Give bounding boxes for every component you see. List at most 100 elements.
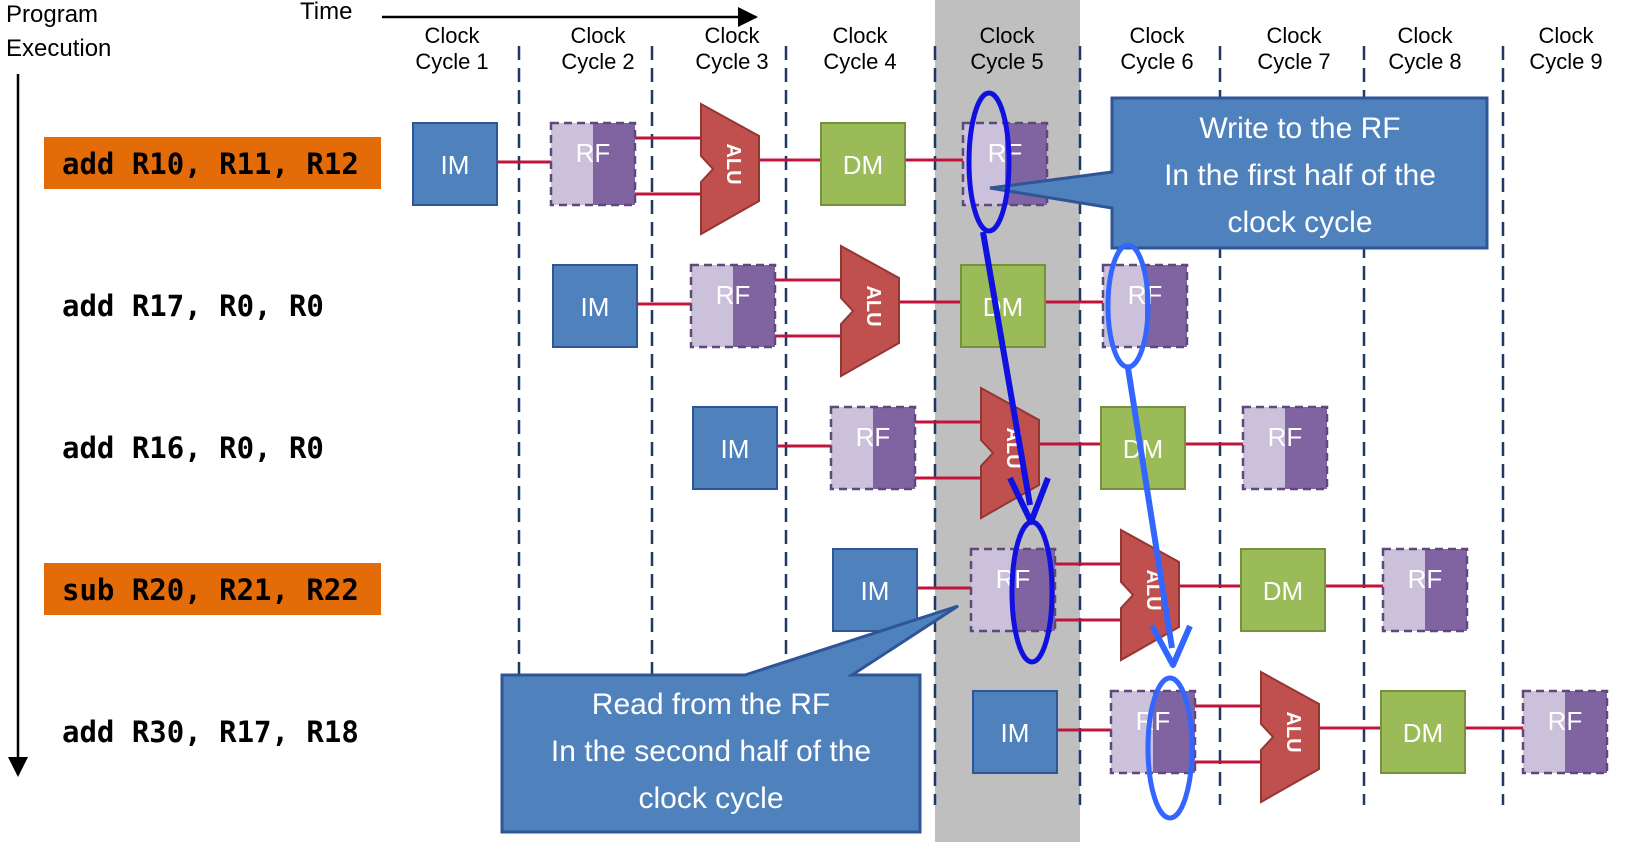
rf-write-half [1145,265,1187,347]
rf-label: RF [1408,564,1443,594]
im-label: IM [861,576,890,606]
im-label: IM [1001,718,1030,748]
cycle-header-line-2: Cycle 2 [561,49,634,74]
dm-label: DM [1403,718,1443,748]
rf-stage: RF [1241,405,1329,491]
rf-write-ellipse-instr-1 [966,90,1012,234]
alu-shape [1260,670,1320,804]
pipeline-stages: IMRFALUDMRFIMRFALUDMRFIMRFALUDMRFIMRFALU… [412,102,1609,804]
im-box [692,406,778,490]
cycle-header-line-1: Clock [1129,23,1185,48]
dm-stage: DM [820,122,906,206]
write-callout: Write to the RF In the first half of the… [989,96,1489,250]
cycle-header-line-2: Cycle 9 [1529,49,1602,74]
program-label-line-1: Program [6,1,98,28]
dm-box [1240,548,1326,632]
rf-label: RF [716,280,751,310]
rf-stage: RF [549,121,637,207]
rf-write-half [593,123,635,205]
alu-shape [840,244,900,378]
cycle-header-line-2: Cycle 5 [970,49,1043,74]
cycle-dividers [517,46,1505,805]
instruction-text: add R10, R11, R12 [62,147,359,181]
write-callout-line-3: clock cycle [1227,206,1372,239]
dm-box [820,122,906,206]
dm-stage: DM [1380,690,1466,774]
rf-write-half [733,265,775,347]
im-stage: IM [832,548,918,632]
instruction-highlight [44,137,381,189]
instruction-text: add R17, R0, R0 [62,289,324,323]
im-stage: IM [412,122,498,206]
rf-write-half [873,407,915,489]
rf-forward-arrowhead-light [1149,624,1193,668]
rf-border [829,405,917,491]
alu-label: ALU [862,285,884,326]
rf-border [689,263,777,349]
im-label: IM [581,292,610,322]
cycle-header-line-2: Cycle 4 [823,49,896,74]
read-callout-shape [500,604,959,834]
dm-box [1380,690,1466,774]
rf-stage: RF [1521,689,1609,775]
im-stage: IM [552,264,638,348]
alu-shape [700,102,760,236]
alu-stage: ALU [700,102,760,236]
rf-border [1381,547,1469,633]
rf-label: RF [1268,422,1303,452]
rf-border [1241,405,1329,491]
instruction-labels: add R10, R11, R12 add R17, R0, R0 add R16,… [44,137,381,749]
rf-forward-arrowhead-dark [1007,476,1051,525]
rf-stage: RF [829,405,917,491]
rf-read-ellipse-instr-5 [1145,675,1195,821]
rf-write-half [1285,407,1327,489]
alu-stage: ALU [1260,670,1320,804]
cycle-header-line-2: Cycle 7 [1257,49,1330,74]
read-callout: Read from the RF In the second half of t… [500,604,959,834]
rf-border [549,121,637,207]
read-callout-line-1: Read from the RF [592,688,830,721]
rf-forward-arrow-light [1125,367,1175,649]
write-callout-shape [989,96,1489,250]
rf-stage: RF [689,263,777,349]
program-label-line-2: Execution [6,35,111,62]
alu-label: ALU [1282,711,1304,752]
cycle-header-line-2: Cycle 3 [695,49,768,74]
im-label: IM [721,434,750,464]
im-box [412,122,498,206]
write-callout-line-2: In the first half of the [1164,159,1436,192]
cycle-header-line-2: Cycle 6 [1120,49,1193,74]
read-callout-line-2: In the second half of the [551,735,871,768]
cycle-header-line-1: Clock [832,23,888,48]
dm-stage: DM [1240,548,1326,632]
write-read-annotations [966,90,1195,821]
dm-label: DM [843,150,883,180]
cycle-header-line-1: Clock [1397,23,1453,48]
write-callout-line-1: Write to the RF [1199,112,1400,145]
rf-label: RF [1548,706,1583,736]
rf-read-half [831,407,873,489]
rf-read-half [1243,407,1285,489]
alu-shape [1120,528,1180,662]
instruction-highlight [44,563,381,615]
rf-label: RF [576,138,611,168]
im-stage: IM [972,690,1058,774]
cycle-header-line-1: Clock [1538,23,1594,48]
im-label: IM [441,150,470,180]
rf-read-half [691,265,733,347]
im-box [552,264,638,348]
cycle-header-line-1: Clock [704,23,760,48]
rf-write-ellipse-instr-2 [1105,242,1151,370]
rf-border [1109,689,1197,775]
rf-label: RF [988,138,1023,168]
im-box [832,548,918,632]
instruction-text: add R16, R0, R0 [62,431,324,465]
rf-write-half [1565,691,1607,773]
rf-write-half [1425,549,1467,631]
rf-stage: RF [1381,547,1469,633]
alu-stage: ALU [840,244,900,378]
cycle-header-line-2: Cycle 8 [1388,49,1461,74]
